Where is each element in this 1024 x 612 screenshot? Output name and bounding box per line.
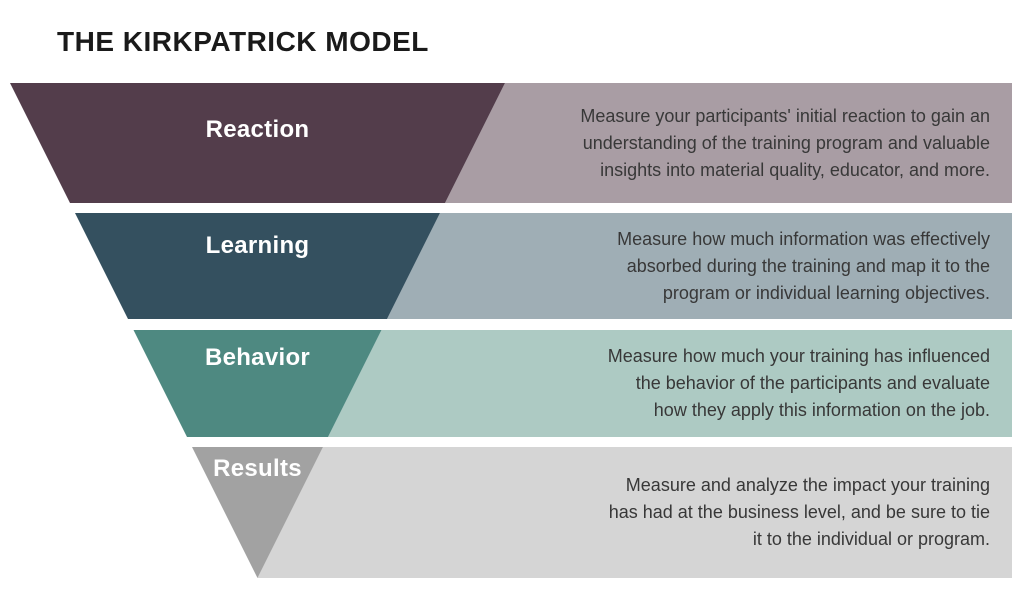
description-line: understanding of the training program an…	[582, 132, 990, 153]
description-line: Measure your participants' initial react…	[580, 105, 990, 126]
description-line: Measure and analyze the impact your trai…	[625, 475, 990, 495]
level-description-reaction: Measure your participants' initial react…	[490, 83, 990, 203]
description-line: insights into material quality, educator…	[600, 159, 990, 180]
level-description-learning: Measure how much information was effecti…	[490, 213, 990, 319]
level-label-reaction: Reaction	[205, 116, 310, 143]
description-band-reaction	[445, 83, 1012, 203]
funnel-segment-learning	[75, 213, 440, 319]
description-line: program or individual learning objective…	[662, 282, 990, 303]
funnel-segment-reaction	[10, 83, 505, 203]
level-label-results: Results	[213, 455, 302, 482]
funnel-segment-behavior	[133, 330, 382, 437]
page-title: THE KIRKPATRICK MODEL	[57, 26, 429, 57]
description-line: Measure how much your training has influ…	[607, 346, 990, 366]
level-label-behavior: Behavior	[204, 344, 311, 371]
level-label-learning: Learning	[205, 232, 310, 259]
description-band-results	[257, 447, 1012, 578]
level-description-results: Measure and analyze the impact your trai…	[490, 447, 990, 578]
description-line: how they apply this information on the j…	[653, 400, 990, 420]
description-band-behavior	[328, 330, 1012, 437]
description-line: has had at the business level, and be su…	[608, 502, 990, 522]
description-line: Measure how much information was effecti…	[617, 228, 990, 249]
description-line: it to the individual or program.	[752, 529, 990, 549]
funnel-segment-results	[192, 447, 323, 578]
description-line: absorbed during the training and map it …	[626, 255, 990, 276]
description-band-learning	[387, 213, 1012, 319]
description-line: the behavior of the participants and eva…	[635, 373, 990, 393]
level-description-behavior: Measure how much your training has influ…	[490, 330, 990, 437]
